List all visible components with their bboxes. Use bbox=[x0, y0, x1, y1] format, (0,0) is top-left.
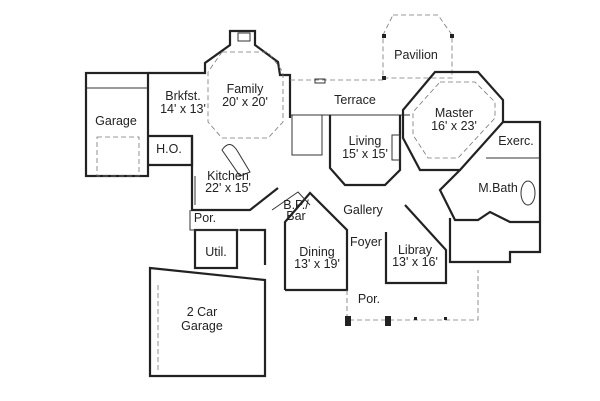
gallery-label: Gallery bbox=[343, 203, 383, 217]
two-car-garage-label-2: Garage bbox=[181, 319, 223, 333]
family-size: 20' x 20' bbox=[222, 95, 268, 109]
ho-label: H.O. bbox=[156, 142, 182, 156]
library-walls bbox=[384, 204, 448, 285]
living-size: 15' x 15' bbox=[342, 147, 388, 161]
master-label: Master bbox=[435, 106, 473, 120]
pavilion-label: Pavilion bbox=[394, 48, 438, 62]
bpbar-label: B.P./ bbox=[283, 198, 309, 212]
family-breakfast-walls bbox=[148, 29, 292, 139]
garage-label: Garage bbox=[95, 114, 137, 128]
util-label: Util. bbox=[205, 245, 227, 259]
library-size: 13' x 16' bbox=[392, 255, 438, 269]
mbath-label: M.Bath bbox=[478, 181, 518, 195]
garage-room bbox=[84, 71, 150, 178]
family-label: Family bbox=[227, 82, 265, 96]
brkfst-label: Brkfst. bbox=[165, 89, 200, 103]
two-car-garage-room bbox=[148, 266, 267, 378]
kitchen-size: 22' x 15' bbox=[205, 181, 251, 195]
bpbar-label-2: Bar bbox=[286, 209, 305, 223]
library-label: Libray bbox=[398, 243, 433, 257]
living-walls bbox=[291, 114, 402, 187]
bath-exercise-walls bbox=[438, 120, 542, 264]
terrace-label: Terrace bbox=[334, 93, 376, 107]
front-porch-label: Por. bbox=[358, 292, 380, 306]
kitchen-label: Kitchen bbox=[207, 169, 249, 183]
dining-size: 13' x 19' bbox=[294, 257, 340, 271]
side-porch-label: Por. bbox=[194, 211, 216, 225]
exerc-label: Exerc. bbox=[498, 134, 533, 148]
living-label: Living bbox=[349, 134, 382, 148]
two-car-garage-label: 2 Car bbox=[187, 305, 218, 319]
brkfst-size: 14' x 13' bbox=[160, 102, 206, 116]
foyer-label: Foyer bbox=[350, 235, 382, 249]
dining-label: Dining bbox=[299, 245, 334, 259]
ho-kitchen-walls bbox=[148, 134, 279, 212]
dining-walls bbox=[271, 191, 349, 292]
util-porch-walls bbox=[189, 210, 267, 270]
master-size: 16' x 23' bbox=[431, 119, 477, 133]
pavilion-walls bbox=[382, 14, 454, 80]
front-porch bbox=[345, 270, 479, 326]
